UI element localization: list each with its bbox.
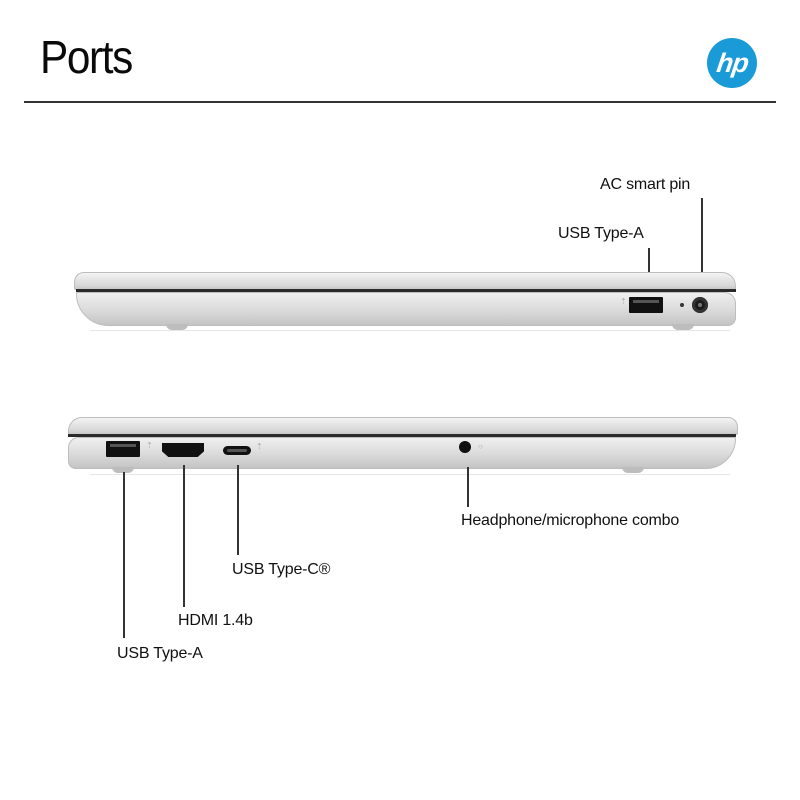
usb-type-c-port	[223, 446, 251, 455]
header-divider	[24, 101, 776, 103]
rubber-foot	[672, 324, 694, 330]
surface-shadow	[90, 474, 730, 475]
lid-seam	[76, 289, 736, 292]
laptop-lid	[74, 272, 736, 290]
charging-led	[680, 303, 684, 307]
laptop-base	[76, 292, 736, 326]
surface-shadow	[90, 330, 730, 331]
rubber-foot	[112, 467, 134, 473]
usb-a-leader-line	[123, 472, 125, 638]
label-headphone-combo: Headphone/microphone combo	[461, 512, 680, 529]
headset-icon: ○	[478, 442, 483, 451]
usb-icon: ⇡	[256, 442, 263, 451]
hp-logo-text: hp	[714, 47, 750, 78]
usb-icon: ⇡	[146, 441, 153, 450]
label-usb-type-a-right: USB Type-A	[558, 225, 644, 242]
headphone-jack	[459, 441, 471, 453]
laptop-lid	[68, 417, 738, 435]
ac-pin-leader-line	[701, 198, 703, 272]
label-hdmi: HDMI 1.4b	[178, 612, 253, 629]
page-title: Ports	[40, 31, 133, 83]
label-ac-smart-pin: AC smart pin	[600, 176, 691, 193]
usb-type-a-port	[106, 441, 140, 457]
label-usb-type-a-left: USB Type-A	[117, 645, 203, 662]
hdmi-port	[162, 443, 204, 457]
usb-c-leader-line	[237, 465, 239, 555]
label-usb-type-c: USB Type-C®	[232, 561, 331, 578]
hdmi-leader-line	[183, 465, 185, 607]
ac-smart-pin-port	[692, 297, 708, 313]
usb-icon: ⇡	[620, 297, 627, 306]
hp-logo: hp	[707, 38, 757, 88]
usb-a-leader-line	[648, 248, 650, 272]
rubber-foot	[166, 324, 188, 330]
headphone-leader-line	[467, 467, 469, 507]
rubber-foot	[622, 467, 644, 473]
usb-type-a-port	[629, 297, 663, 313]
lid-seam	[68, 434, 736, 437]
